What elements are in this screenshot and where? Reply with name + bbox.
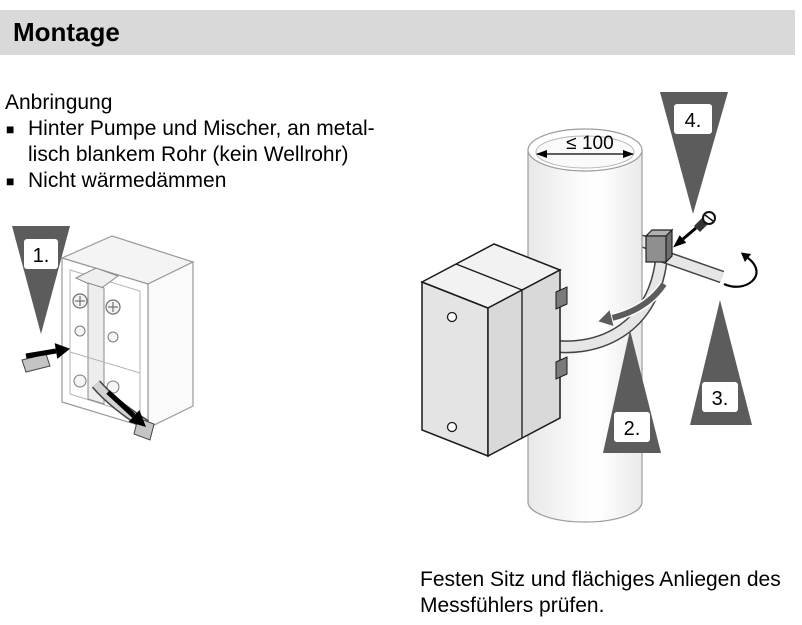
terminal-contact [107, 331, 119, 343]
terminal-divider [69, 351, 141, 374]
bullet-text-line: lisch blankem Rohr (kein Wellrohr) [28, 143, 349, 166]
strap-bracket [555, 356, 568, 380]
check-note-line: Festen Sitz und flächiges Anliegen des [420, 568, 781, 591]
sensor-box-side [487, 268, 561, 458]
step-label-box-2 [614, 412, 650, 442]
terminal-contact [73, 374, 87, 388]
screw-arrow-shaft [682, 226, 697, 241]
bullet-text-line: Nicht wärmedämmen [28, 169, 227, 192]
step-label-2: 2. [624, 418, 641, 440]
cover-screw-icon [446, 311, 458, 323]
housing-side-face [147, 261, 194, 429]
pipe-top-inner [535, 135, 635, 169]
insert-arrow-icon [54, 343, 70, 359]
insert-arrow-shaft [25, 348, 57, 359]
terminal-contact [106, 380, 120, 394]
step-label-box-1 [24, 239, 58, 269]
check-note: Festen Sitz und flächiges Anliegen des M… [420, 567, 781, 619]
dimension-label: ≤ 100 [566, 133, 613, 154]
screw-slot [704, 214, 714, 222]
step-label-1: 1. [33, 245, 50, 267]
section-title: Montage [13, 17, 120, 47]
tighten-arrow-icon [596, 308, 615, 328]
strap-tail [660, 251, 724, 282]
rotate-arrow-icon [740, 252, 752, 262]
strap-clip [645, 235, 667, 263]
screw-arrow-icon [673, 235, 687, 248]
terminal-illustration: 1. [12, 226, 195, 441]
mounting-bullet-list: ■ Hinter Pumpe und Mischer, an metal- li… [5, 116, 375, 194]
terminal-rail [87, 282, 105, 405]
dimension-arrow-right-icon [623, 150, 634, 158]
pull-arrow-shaft [106, 390, 136, 418]
rotate-arrow-shaft [723, 257, 758, 288]
tighten-arrow-shaft [611, 282, 667, 321]
step-label-3: 3. [712, 388, 729, 410]
bullet-marker: ■ [6, 173, 15, 189]
sensor-box-divider [455, 263, 523, 291]
step-label-box-4 [674, 104, 712, 134]
strap-bracket [555, 286, 568, 310]
strap-clip-side [665, 228, 673, 264]
terminal-contact [74, 325, 86, 337]
section-header: Montage [0, 10, 795, 55]
step-label-4: 4. [685, 110, 702, 132]
bullet-item: ■ Hinter Pumpe und Mischer, an metal- li… [5, 116, 375, 168]
cover-screw-icon [446, 421, 458, 433]
mounting-heading: Anbringung [5, 91, 113, 114]
bullet-marker: ■ [6, 121, 15, 137]
pull-arrow-icon [128, 410, 146, 427]
check-note-line: Messfühlers prüfen. [420, 594, 605, 617]
bullet-item: ■ Nicht wärmedämmen [5, 168, 375, 194]
step-label-box-3 [702, 382, 738, 412]
mounting-section: Anbringung ■ Hinter Pumpe und Mischer, a… [5, 90, 375, 194]
bullet-text-line: Hinter Pumpe und Mischer, an metal- [28, 117, 375, 140]
pipe-mounting-illustration: ≤ 100 4. [420, 92, 758, 523]
pipe-bottom-edge [527, 501, 643, 523]
dimension-arrow-left-icon [536, 150, 547, 158]
